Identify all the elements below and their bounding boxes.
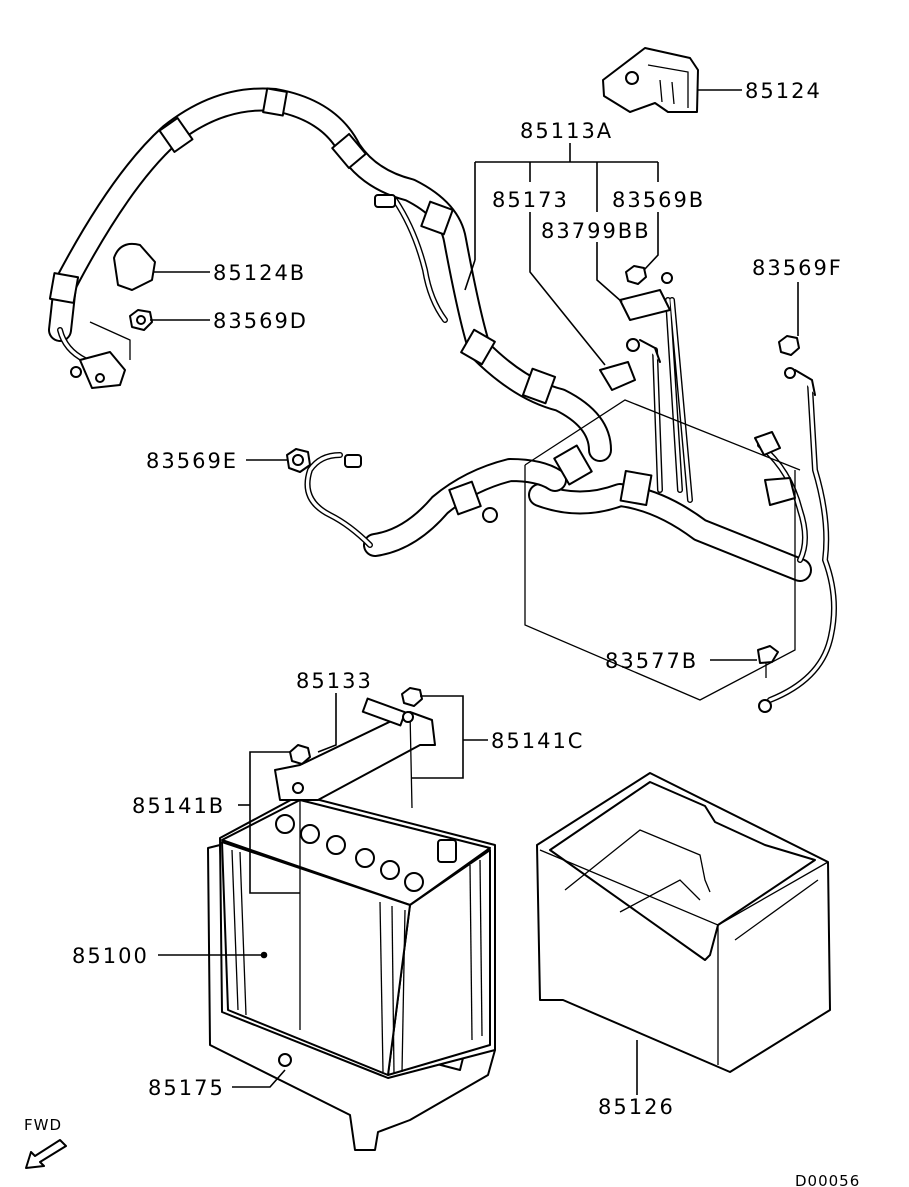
battery-85100 [207,687,496,1151]
callout-83569D: 83569D [213,309,308,333]
callout-85100: 85100 [72,944,149,968]
callout-83577B: 83577B [605,649,698,673]
nut-83569B [625,265,647,285]
terminal-cover-85124B [113,242,156,291]
callout-85141B: 85141B [132,794,225,818]
callout-83799BB: 83799BB [541,219,651,243]
bolt-83577B [757,645,779,713]
callout-83569F: 83569F [752,256,843,280]
callout-85173: 85173 [492,188,569,212]
callout-85126: 85126 [598,1095,675,1119]
drawing-code: D00056 [795,1172,860,1187]
battery-cable-harness [48,87,837,703]
forward-direction-indicator: FWD [24,1116,67,1169]
callout-83569E: 83569E [146,449,238,473]
callout-85175: 85175 [148,1076,225,1100]
nut-83569D [129,309,153,331]
battery-box-85126 [536,772,831,1073]
callout-85124B: 85124B [213,261,306,285]
fwd-label: FWD [24,1116,62,1134]
terminal-cover-85124 [602,47,699,113]
callout-85141C: 85141C [491,729,584,753]
callout-85113A: 85113A [520,119,613,143]
nut-83569E [286,448,311,473]
callout-83569B: 83569B [612,188,705,212]
leader-lines [150,89,799,1095]
callout-85133: 85133 [296,669,373,693]
part-callouts: 85124 85113A 85173 83569B 83799BB 85124B… [72,79,843,1119]
nut-83569F [778,335,800,356]
fwd-arrow-icon [25,1139,67,1169]
callout-85124: 85124 [745,79,822,103]
